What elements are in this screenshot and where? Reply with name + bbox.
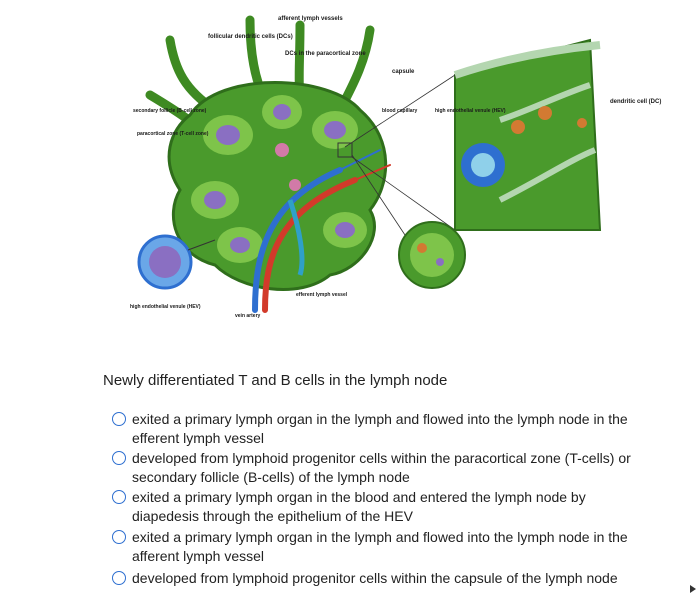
question-text: Newly differentiated T and B cells in th… [103, 372, 448, 389]
label-efferent: efferent lymph vessel [296, 292, 348, 298]
radio-button[interactable] [112, 412, 126, 426]
label-vein-artery: vein artery [235, 313, 261, 319]
radio-button[interactable] [112, 451, 126, 465]
label-afferent: afferent lymph vessels [278, 16, 343, 22]
answer-option-label: developed from lymphoid progenitor cells… [132, 450, 631, 485]
answer-option-5[interactable]: developed from lymphoid progenitor cells… [112, 569, 652, 588]
answer-option-4[interactable]: exited a primary lymph organ in the lymp… [112, 528, 652, 566]
label-secondary-follicle: secondary follicle (B-cell zone) [133, 108, 207, 114]
label-dendritic-cell: dendritic cell (DC) [610, 99, 661, 105]
label-hev-right: high endothelial venule (HEV) [435, 108, 506, 114]
answer-option-label: developed from lymphoid progenitor cells… [132, 570, 618, 586]
answer-option-label: exited a primary lymph organ in the lymp… [132, 411, 628, 446]
answer-option-label: exited a primary lymph organ in the bloo… [132, 489, 586, 524]
diagram-labels: afferent lymph vessels follicular dendri… [130, 16, 661, 319]
blood-vessels [252, 149, 391, 313]
lymph-node-body [167, 81, 388, 291]
label-hev-left: high endothelial venule (HEV) [130, 304, 201, 310]
label-dcs-paracortical: DCs in the paracortical zone [285, 51, 366, 57]
efferent-vessel [287, 199, 305, 276]
label-paracortical-zone: paracortical zone (T-cell zone) [137, 131, 209, 137]
capillary-box [337, 142, 353, 158]
label-blood-capillary: blood capillary [382, 108, 418, 114]
radio-button[interactable] [112, 490, 126, 504]
answer-option-label: exited a primary lymph organ in the lymp… [132, 529, 628, 564]
answer-option-2[interactable]: developed from lymphoid progenitor cells… [112, 449, 652, 487]
hev-left-inset [137, 234, 216, 290]
mouse-cursor-icon [690, 585, 696, 593]
answer-option-3[interactable]: exited a primary lymph organ in the bloo… [112, 488, 652, 526]
answer-option-1[interactable]: exited a primary lymph organ in the lymp… [112, 410, 652, 448]
label-fdc: follicular dendritic cells (DCs) [208, 34, 293, 40]
lymph-node-diagram: afferent lymph vessels follicular dendri… [130, 15, 661, 319]
radio-button[interactable] [112, 571, 126, 585]
hev-detail-inset [351, 154, 466, 289]
label-capsule: capsule [392, 69, 415, 75]
capsule-inset [344, 38, 602, 231]
radio-button[interactable] [112, 530, 126, 544]
